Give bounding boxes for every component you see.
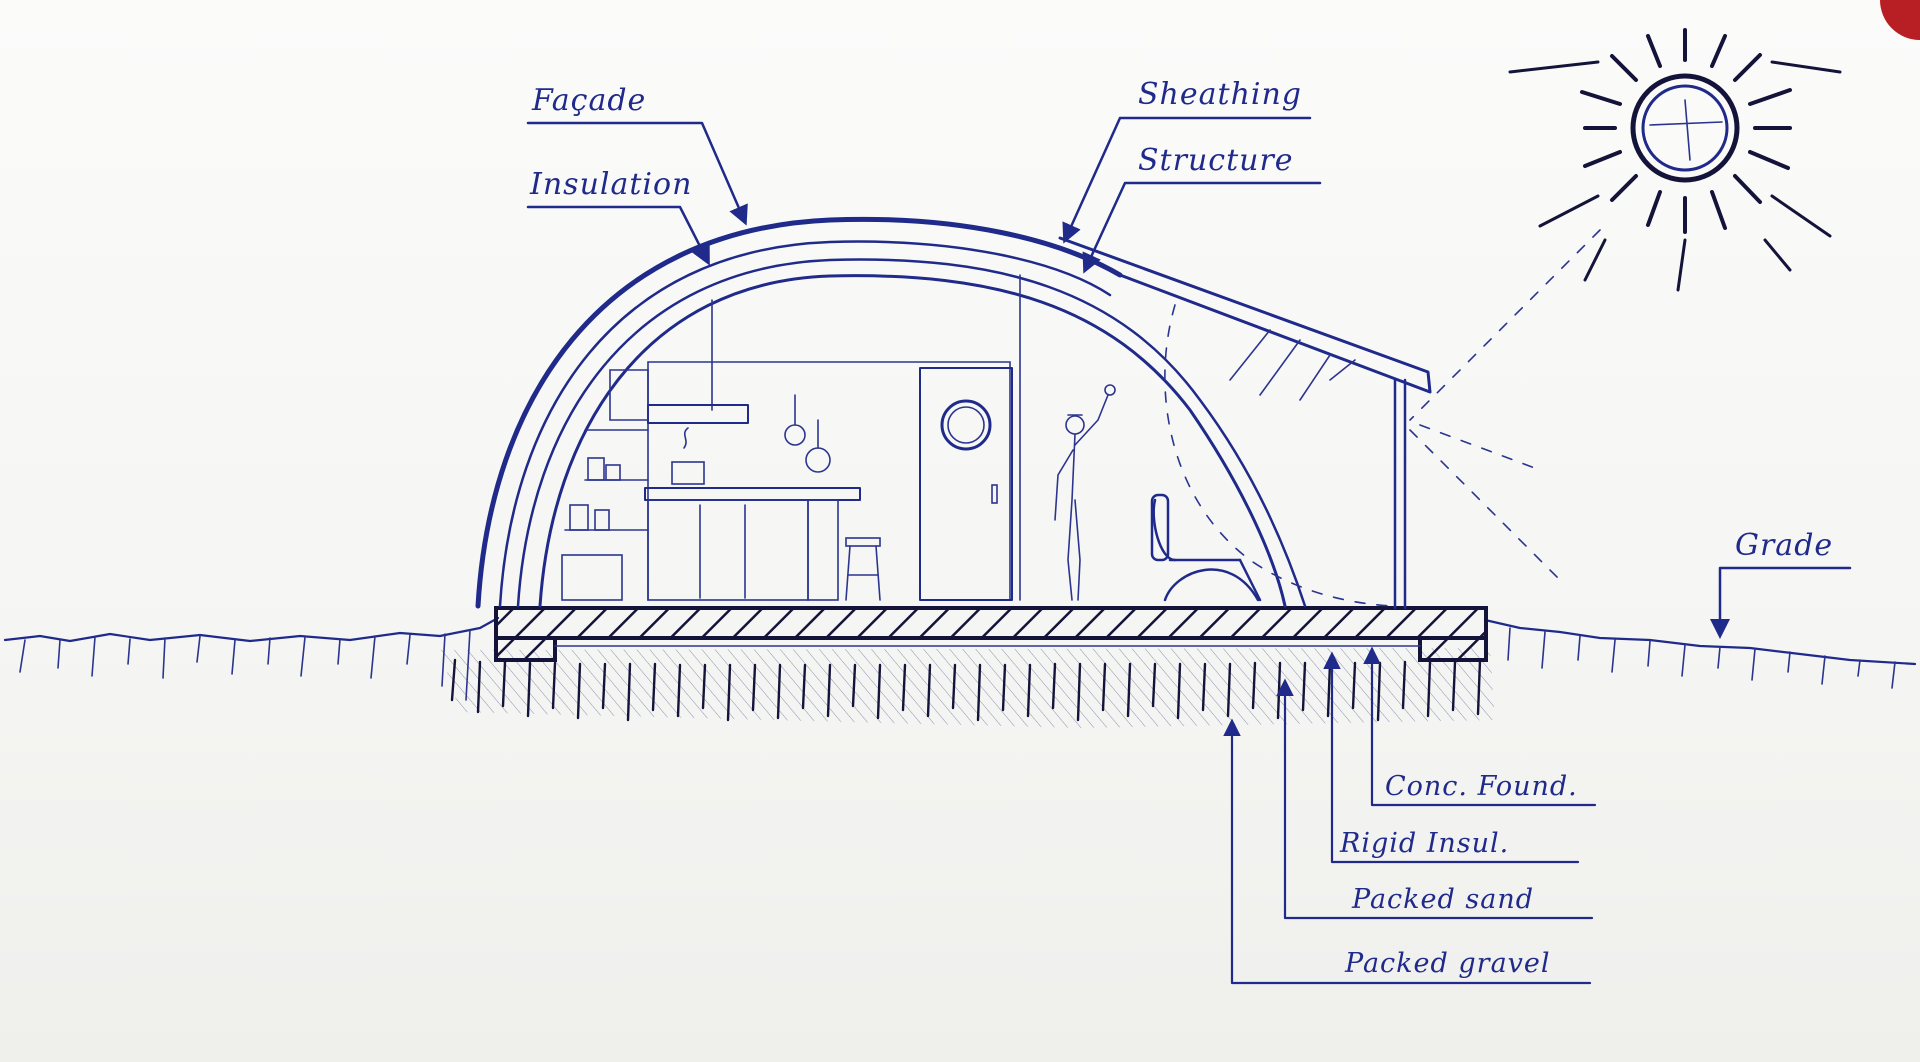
arched-shell	[475, 216, 1307, 609]
sun-icon	[1508, 28, 1842, 292]
stool-icon	[845, 537, 881, 601]
porthole-window-icon	[940, 399, 992, 451]
label-insulation: Insulation	[529, 167, 692, 202]
sun-path-dashes	[1164, 229, 1601, 607]
label-facade: Façade	[531, 83, 646, 118]
pan-icon	[784, 394, 831, 473]
concrete-foundation-slab	[494, 606, 1488, 662]
gravel-sand-bed	[440, 648, 1495, 728]
interior-door	[919, 367, 1013, 601]
canopy-overhang	[1058, 236, 1432, 610]
human-figure-icon	[1054, 384, 1116, 601]
label-packed-gravel: Packed gravel	[1344, 948, 1551, 979]
ground-line	[3, 616, 1917, 701]
label-rigid-insul: Rigid Insul.	[1339, 828, 1509, 859]
label-conc-found: Conc. Found.	[1385, 771, 1578, 802]
label-packed-sand: Packed sand	[1351, 884, 1534, 915]
label-structure: Structure	[1138, 143, 1294, 178]
labels: Façade Insulation Sheathing Structure Gr…	[529, 77, 1833, 979]
label-leaders	[526, 116, 1852, 985]
pot-icon	[671, 427, 705, 485]
label-grade: Grade	[1735, 528, 1833, 563]
interior-kitchen	[561, 274, 1021, 601]
label-sheathing: Sheathing	[1138, 77, 1302, 112]
chair-icon	[1150, 493, 1262, 602]
